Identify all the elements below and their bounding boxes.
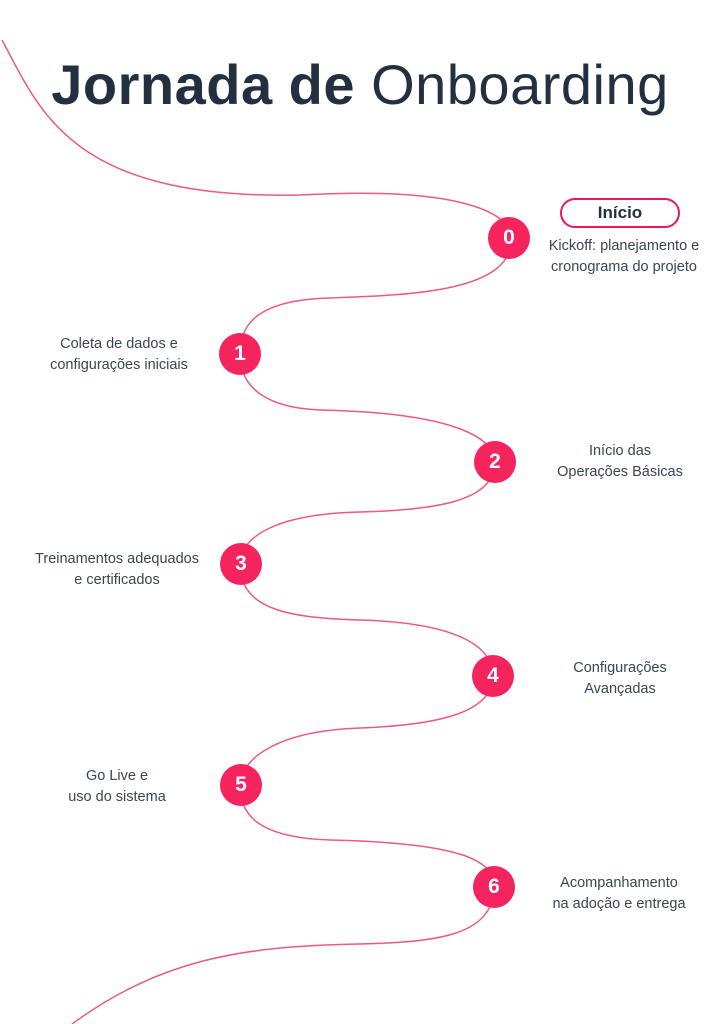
step-1-number: 1 — [219, 333, 261, 375]
step-5-label-line-2: uso do sistema — [68, 789, 166, 805]
step-2-number: 2 — [474, 441, 516, 483]
step-5-number: 5 — [220, 764, 262, 806]
step-5-label-line-1: Go Live e — [85, 768, 149, 784]
step-6-label: Acompanhamento na adoção e entrega — [538, 873, 700, 915]
step-2-label-line-1: Início das — [588, 443, 652, 459]
step-2-label: Início das Operações Básicas — [540, 441, 700, 483]
title-strong: Jornada de — [51, 53, 356, 116]
step-3-number: 3 — [220, 543, 262, 585]
step-0-label-line-2: cronograma do projeto — [551, 259, 697, 275]
step-6-label-line-1: Acompanhamento — [560, 875, 678, 891]
step-4-label-line-1: Configurações — [573, 660, 667, 676]
step-0-number: 0 — [488, 217, 530, 259]
step-4-label: Configurações Avançadas — [545, 658, 695, 700]
step-4-label-line-2: Avançadas — [584, 681, 656, 697]
step-1-label-line-2: configurações iniciais — [50, 357, 188, 373]
title-light: Onboarding — [371, 53, 669, 116]
step-3-label: Treinamentos adequados e certificados — [18, 549, 216, 591]
step-4-number: 4 — [472, 655, 514, 697]
step-1-label: Coleta de dados e configurações iniciais — [30, 334, 208, 376]
step-0-label-line-1: Kickoff: planejamento e — [548, 238, 700, 254]
step-5-label: Go Live e uso do sistema — [42, 766, 192, 808]
step-0-label: Kickoff: planejamento e cronograma do pr… — [536, 236, 712, 278]
step-3-label-line-2: e certificados — [74, 572, 160, 588]
step-1-label-line-1: Coleta de dados e — [60, 336, 178, 352]
step-2-label-line-2: Operações Básicas — [557, 464, 683, 480]
page-title: Jornada de Onboarding — [0, 52, 720, 117]
step-6-label-line-2: na adoção e entrega — [552, 896, 686, 912]
journey-curve — [1, 39, 513, 1024]
start-badge: Início — [560, 198, 680, 228]
step-3-label-line-1: Treinamentos adequados — [35, 551, 199, 567]
step-6-number: 6 — [473, 866, 515, 908]
